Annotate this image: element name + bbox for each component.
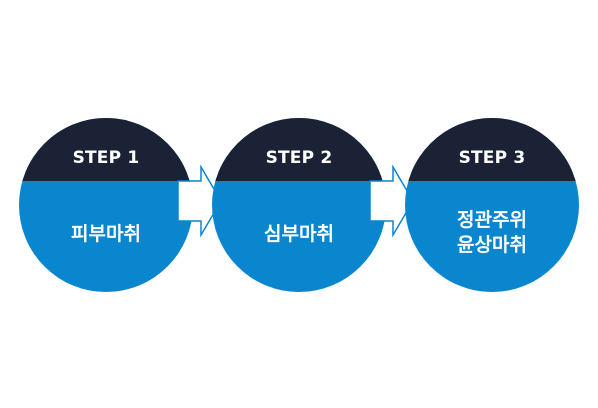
- step-1-circle: STEP 1 피부마취: [19, 118, 193, 292]
- step-3-text-line1: 정관주위: [457, 209, 527, 231]
- step-3-header: [405, 118, 579, 181]
- step-2-label: STEP 2: [265, 148, 333, 168]
- right-arrow-icon: [177, 165, 222, 237]
- step-1-text: 피부마취: [71, 223, 141, 245]
- step-2-circle: STEP 2 심부마취: [212, 118, 386, 292]
- step-3-circle: STEP 3 정관주위 윤상마취: [405, 118, 579, 292]
- step-2-header: [212, 118, 386, 181]
- right-arrow-icon: [369, 165, 414, 237]
- step-1-label: STEP 1: [72, 148, 140, 168]
- step-1-header: [19, 118, 193, 181]
- step-3-text-line2: 윤상마취: [457, 234, 527, 256]
- step-2-text: 심부마취: [264, 223, 334, 245]
- step-3-label: STEP 3: [458, 148, 526, 168]
